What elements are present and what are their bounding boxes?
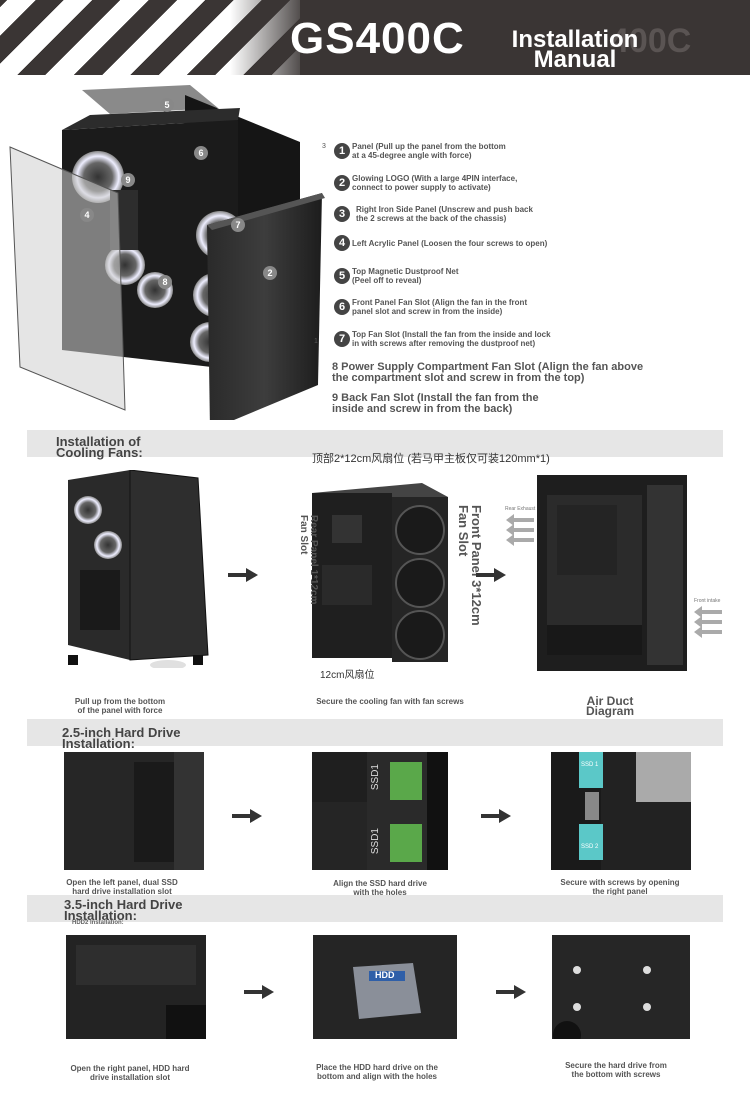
air-intake-label: Front intake — [694, 598, 721, 604]
ssd-slot-label-1: SSD1 — [370, 764, 381, 791]
hdd-sub-label: HDD2 Installation: — [72, 920, 124, 926]
ssd-step3-image: SSD 1 SSD 2 — [551, 752, 691, 870]
top-fan-label: 顶部2*12cm风扇位 (若马甲主板仅可装120mm*1) — [312, 453, 550, 465]
left-acrylic-panel-part — [10, 147, 125, 410]
ssd-section-title: 2.5-inch Hard Drive Installation: — [62, 725, 181, 751]
callout-8: 8 — [158, 275, 172, 289]
hdd-caption-2: Place the HDD hard drive on the bottom a… — [316, 1063, 438, 1081]
callout-5: 5 — [160, 98, 174, 112]
part-text-7: Top Fan Slot (Install the fan from the i… — [352, 330, 551, 348]
hdd-step3-image — [552, 935, 690, 1039]
part-item-9: 9 Back Fan Slot (Install the fan from th… — [332, 392, 539, 415]
part-item-4: 4 Left Acrylic Panel (Loosen the four sc… — [334, 235, 547, 251]
part-number-4: 4 — [334, 235, 350, 251]
part-item-6: 6 Front Panel Fan Slot (Align the fan in… — [334, 298, 527, 316]
arrow-right-icon — [228, 568, 258, 582]
rear-fan-label: Rear Panel 1*12cm Fan Slot — [298, 515, 319, 605]
exploded-case-illustration: 5 6 9 4 7 2 8 — [0, 80, 330, 430]
arrow-right-icon — [476, 568, 506, 582]
part-number-3: 3 — [334, 206, 350, 222]
front-panel-part — [207, 193, 322, 430]
ssd-caption-3: Secure with screws by opening the right … — [560, 878, 680, 896]
callout-2: 2 — [263, 266, 277, 280]
dust-net-part — [82, 85, 218, 114]
part-text-1: Panel (Pull up the panel from the bottom… — [352, 142, 506, 160]
cooling-step1-image — [68, 470, 210, 668]
cooling-section-title: Installation of Cooling Fans: — [56, 434, 143, 460]
part-number-1: 1 — [334, 143, 350, 159]
part-item-1: 1 Panel (Pull up the panel from the bott… — [334, 142, 506, 160]
part-item-2: 2 Glowing LOGO (With a large 4PIN interf… — [334, 174, 517, 192]
arrow-right-icon — [496, 985, 526, 999]
callout-9: 9 — [121, 173, 135, 187]
ssd-section-bar — [27, 719, 723, 746]
callout-4: 4 — [80, 208, 94, 222]
callout-7: 7 — [231, 218, 245, 232]
hdd-section-bar — [27, 895, 723, 922]
part-number-7: 7 — [334, 331, 350, 347]
part-text-6: Front Panel Fan Slot (Align the fan in t… — [352, 298, 528, 316]
airflow-arrows-icon — [506, 514, 534, 546]
hdd-section-title: 3.5-inch Hard Drive Installation: — [64, 897, 183, 923]
air-exhaust-label: Rear Exhaust — [505, 506, 536, 512]
stray-mark-1: 1 — [314, 338, 318, 345]
cooling-caption-2: Secure the cooling fan with fan screws — [316, 697, 464, 706]
header-stripes-fade — [230, 0, 310, 75]
arrow-right-icon — [244, 985, 274, 999]
ssd-slot-label-2: SSD1 — [370, 828, 381, 855]
ssd-step2-image: SSD1 SSD1 — [312, 752, 448, 870]
arrow-right-icon — [232, 809, 262, 823]
part-number-2: 2 — [334, 175, 350, 191]
hdd-caption-3: Secure the hard drive from the bottom wi… — [565, 1061, 667, 1079]
hdd-step1-image — [66, 935, 206, 1039]
cooling-caption-1: Pull up from the bottom of the panel wit… — [74, 697, 166, 715]
ssd-caption-1: Open the left panel, dual SSD hard drive… — [66, 878, 178, 896]
part-item-3: 3 Right Iron Side Panel (Unscrew and pus… — [334, 205, 533, 223]
hdd-label: HDD — [375, 970, 395, 980]
part-number-6: 6 — [334, 299, 350, 315]
callout-6: 6 — [194, 146, 208, 160]
ssd-step1-image — [64, 752, 204, 870]
manual-title: Installation Manual — [495, 26, 655, 73]
cooling-section-bar — [27, 430, 723, 457]
part-item-8: 8 Power Supply Compartment Fan Slot (Ali… — [332, 361, 644, 384]
part-text-2: Glowing LOGO (With a large 4PIN interfac… — [352, 174, 518, 192]
front-fan-label: Front Panel 3*12cm Fan Slot — [456, 505, 484, 626]
header-ghost-text: 400C — [610, 22, 692, 60]
header-banner: 400C GS400C Installation Manual — [0, 0, 750, 75]
model-name: GS400C — [290, 14, 465, 63]
cooling-caption-3: Air Duct Diagram — [585, 694, 635, 718]
manual-title-line2: Manual — [533, 46, 617, 73]
bottom-fan-label: 12cm风扇位 — [320, 670, 375, 681]
ssd-caption-2: Align the SSD hard drive with the holes — [333, 879, 427, 897]
cooling-step2-image — [312, 475, 448, 665]
airflow-arrows-icon — [694, 606, 722, 638]
manual-title-line1: Installation — [511, 26, 639, 53]
part-item-7: 7 Top Fan Slot (Install the fan from the… — [334, 330, 551, 348]
arrow-right-icon — [481, 809, 511, 823]
hdd-step2-image: HDD — [313, 935, 457, 1039]
part-item-5: 5 Top Magnetic Dustproof Net (Peel off t… — [334, 267, 459, 285]
stray-mark-3: 3 — [322, 143, 326, 150]
part-text-5: Top Magnetic Dustproof Net (Peel off to … — [352, 267, 459, 285]
ssd-slot-label-4: SSD 2 — [581, 844, 599, 850]
exploded-case-drawing — [9, 85, 325, 430]
part-text-4: Left Acrylic Panel (Loosen the four scre… — [352, 238, 548, 248]
part-number-5: 5 — [334, 268, 350, 284]
ssd-slot-label-3: SSD 1 — [581, 762, 599, 768]
cooling-step3-image — [537, 475, 687, 671]
part-text-3: Right Iron Side Panel (Unscrew and push … — [356, 205, 533, 223]
hdd-caption-1: Open the right panel, HDD hard drive ins… — [70, 1064, 190, 1082]
